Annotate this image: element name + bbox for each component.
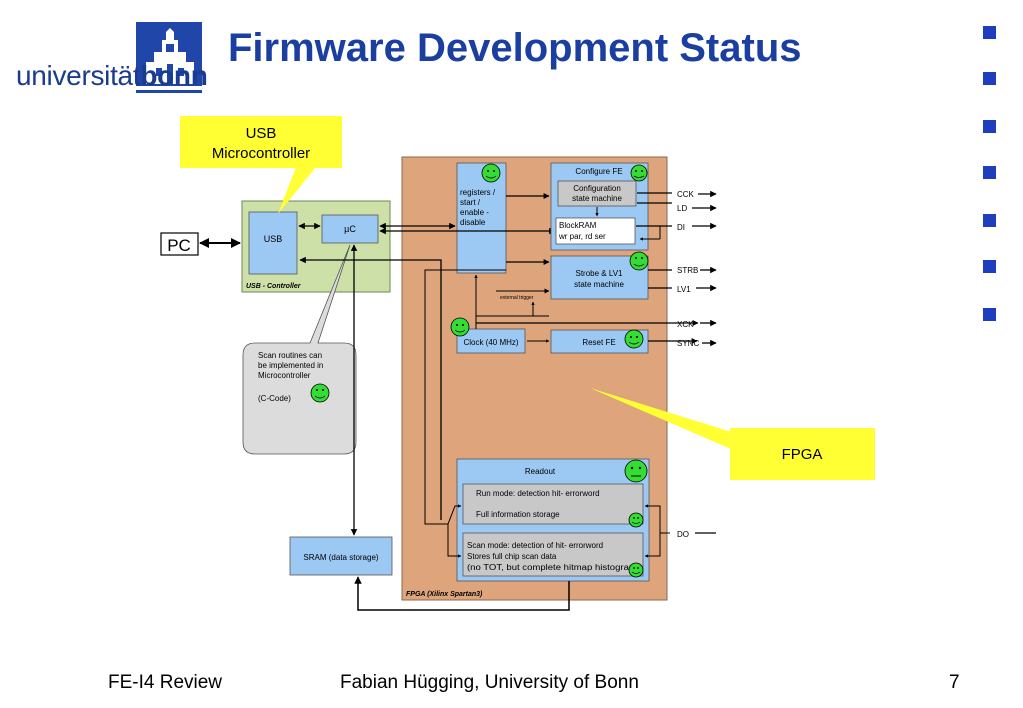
fpga-callout-pointer (590, 388, 738, 452)
usb-callout-line2: Microcontroller (212, 145, 310, 162)
decor-bullet (983, 72, 996, 85)
smiley-icon (624, 329, 644, 349)
uc-block-label: µC (344, 224, 356, 234)
fpga-callout-label: FPGA (782, 446, 823, 463)
external-trigger-label: external trigger (500, 295, 534, 301)
decor-bullet (983, 214, 996, 227)
decor-bullet (983, 26, 996, 39)
usb-callout-pointer (278, 162, 320, 214)
footer-center: Fabian Hügging, University of Bonn (340, 672, 639, 693)
signal-di: DI (677, 223, 685, 232)
smiley-icon (628, 562, 644, 578)
decor-bullet (983, 120, 996, 133)
uc-block (321, 214, 379, 244)
run-mode-line2: Full information storage (476, 510, 560, 519)
scan-note-line5: (C-Code) (258, 394, 291, 403)
registers-line1: registers / (460, 188, 496, 197)
registers-line2: start / (460, 198, 481, 207)
signal-cck: CCK (677, 190, 695, 199)
usb-block (248, 211, 298, 275)
scan-mode-block (462, 532, 644, 577)
university-logo-text: universitätbonn (16, 60, 208, 91)
fpga-callout (730, 428, 875, 480)
footer-left: FE-I4 Review (108, 672, 223, 693)
scan-note-line1: Scan routines can (258, 351, 322, 360)
usb-callout (180, 116, 342, 168)
signal-lv1: LV1 (677, 285, 691, 294)
config-sm-line2: state machine (572, 194, 622, 203)
strobe-line1: Strobe & LV1 (576, 269, 624, 278)
run-mode-block (462, 483, 644, 525)
config-sm-line1: Configuration (573, 184, 621, 193)
footer-page-number: 7 (949, 672, 960, 693)
registers-line4: disable (460, 218, 486, 227)
blockram-line1: BlockRAM (559, 221, 597, 230)
smiley-icon (629, 251, 649, 271)
usb-callout-line1: USB (246, 125, 277, 142)
blockram-line2: wr par, rd ser (558, 232, 606, 241)
scan-mode-line2: Stores full chip scan data (467, 552, 557, 561)
reset-fe-label: Reset FE (582, 338, 615, 347)
signal-strb: STRB (677, 266, 698, 275)
sram-block (289, 536, 393, 576)
scan-note-line3: Microcontroller (258, 371, 311, 380)
readout-label: Readout (525, 467, 556, 476)
clock-block (456, 328, 526, 354)
logo-underline (136, 90, 202, 93)
smiley-icon (481, 163, 501, 183)
sram-label: SRAM (data storage) (303, 553, 378, 562)
scan-mode-line1: Scan mode: detection of hit- errorword (467, 541, 603, 550)
fpga-caption: FPGA (Xilinx Spartan3) (406, 591, 483, 598)
smiley-icon (630, 164, 648, 182)
university-logo (136, 22, 202, 86)
clock-label: Clock (40 MHz) (463, 338, 518, 347)
signal-ld: LD (677, 204, 687, 213)
pc-box (160, 232, 199, 256)
scan-note-line2: be implemented in (258, 361, 323, 370)
usb-controller-caption: USB - Controller (246, 283, 302, 290)
configure-fe-label: Configure FE (575, 167, 622, 176)
decor-bullet (983, 260, 996, 273)
signal-do: DO (677, 530, 689, 539)
decor-bullet (983, 308, 996, 321)
signal-xck: XCK (677, 320, 694, 329)
registers-block (456, 162, 507, 274)
strobe-line2: state machine (574, 280, 624, 289)
smiley-icon (450, 317, 470, 337)
usb-block-label: USB (264, 234, 283, 244)
slide-title: Firmware Development Status (228, 26, 802, 70)
signal-sync: SYNC (677, 339, 699, 348)
pc-label: PC (167, 236, 191, 255)
decor-bullet (983, 166, 996, 179)
run-mode-line1: Run mode: detection hit- errorword (476, 489, 600, 498)
smiley-icon (628, 512, 644, 528)
neutral-face-icon (624, 459, 648, 483)
blockram-block (555, 217, 636, 245)
config-sm-block (557, 180, 637, 207)
scan-mode-line3: (no TOT, but complete hitmap histogram) (467, 563, 640, 572)
smiley-icon (310, 383, 330, 403)
registers-line3: enable - (460, 208, 489, 217)
